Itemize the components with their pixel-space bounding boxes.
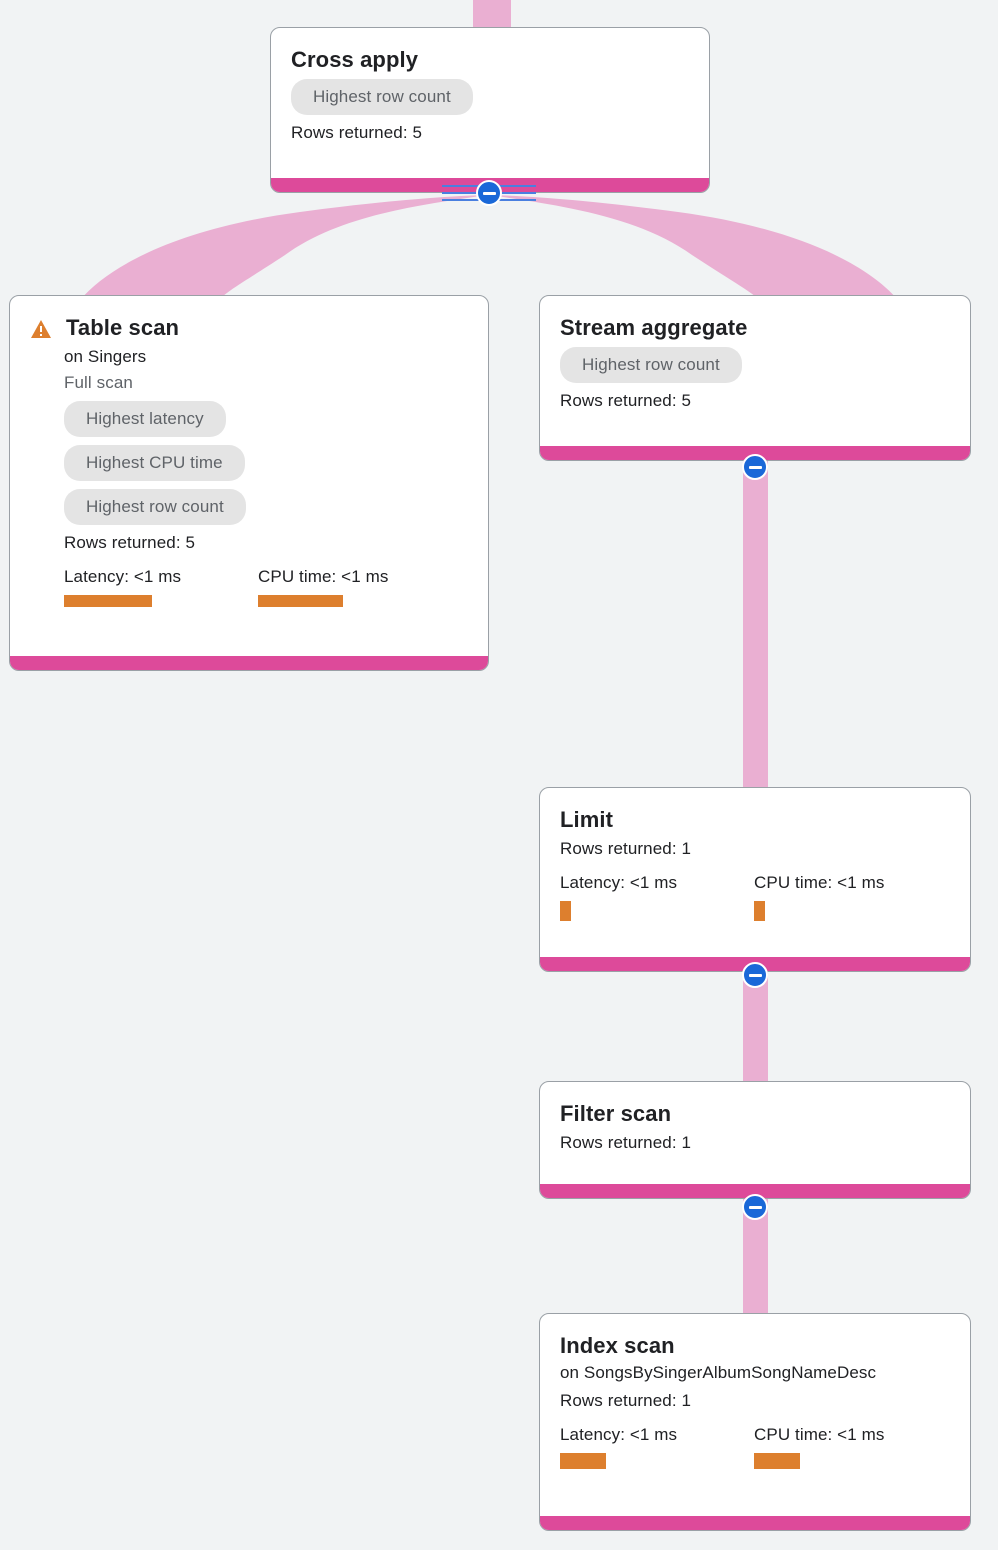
- metric-latency-bar: [560, 901, 571, 921]
- node-table-scan-details: on Singers Full scan Highest latency Hig…: [30, 344, 468, 607]
- node-footer-bar: [540, 1184, 970, 1198]
- metric-cpu-time-label: CPU time: <1 ms: [754, 1425, 885, 1444]
- node-title: Limit: [560, 807, 614, 832]
- chip-highest-row-count: Highest row count: [291, 79, 473, 115]
- chip-row: Highest latency: [64, 398, 468, 440]
- metric-cpu-time-bar: [754, 901, 765, 921]
- chip-row: Highest CPU time: [64, 442, 468, 484]
- node-title: Index scan: [560, 1333, 675, 1358]
- metric-cpu-time-bar: [258, 595, 343, 607]
- metric-latency-bar: [560, 1453, 606, 1469]
- rows-returned-label: Rows returned: 1: [560, 839, 692, 858]
- node-footer-bar: [540, 446, 970, 460]
- node-title: Stream aggregate: [560, 315, 748, 340]
- warning-triangle-icon: [30, 319, 52, 344]
- metric-latency-label: Latency: <1 ms: [64, 567, 182, 586]
- metric-latency-label: Latency: <1 ms: [560, 1425, 678, 1444]
- rows-returned-label: Rows returned: 1: [560, 1133, 692, 1152]
- metrics-row: Latency: <1 ms CPU time: <1 ms: [560, 1424, 950, 1469]
- node-cross-apply-header: Cross apply: [291, 46, 689, 74]
- metric-cpu-time: CPU time: <1 ms: [754, 872, 948, 921]
- metric-cpu-time-label: CPU time: <1 ms: [258, 567, 389, 586]
- node-scan-type-label: Full scan: [64, 373, 133, 392]
- chip-row: Highest row count: [560, 344, 950, 386]
- node-table-scan-header: Table scan: [30, 314, 468, 344]
- edge-stream-aggregate-to-limit: [743, 460, 768, 790]
- collapse-button-filter-scan[interactable]: [742, 1194, 768, 1220]
- node-filter-scan-header: Filter scan: [560, 1100, 950, 1128]
- node-filter-scan-details: Rows returned: 1: [560, 1130, 950, 1156]
- node-filter-scan-body: Filter scan Rows returned: 1: [540, 1082, 970, 1176]
- node-target-label: on Singers: [64, 347, 147, 366]
- node-target-label: on SongsBySingerAlbumSongNameDesc: [560, 1363, 877, 1382]
- rows-returned-label: Rows returned: 5: [64, 533, 196, 552]
- edge-cross-apply-to-table-scan: [80, 195, 487, 300]
- metric-cpu-time-bar: [754, 1453, 800, 1469]
- metrics-row: Latency: <1 ms CPU time: <1 ms: [64, 566, 468, 607]
- node-title: Cross apply: [291, 47, 419, 72]
- node-footer-bar: [540, 1516, 970, 1530]
- metric-cpu-time: CPU time: <1 ms: [754, 1424, 948, 1469]
- rows-returned-label: Rows returned: 5: [291, 123, 423, 142]
- minus-circle-icon: [748, 465, 762, 469]
- minus-circle-icon: [748, 1205, 762, 1209]
- metric-latency: Latency: <1 ms: [64, 566, 258, 607]
- metric-latency-bar: [64, 595, 152, 607]
- collapse-button-limit[interactable]: [742, 962, 768, 988]
- metric-latency-label: Latency: <1 ms: [560, 873, 678, 892]
- edge-cross-apply-to-stream-aggregate: [490, 195, 898, 300]
- node-stream-aggregate-body: Stream aggregate Highest row count Rows …: [540, 296, 970, 434]
- node-filter-scan[interactable]: Filter scan Rows returned: 1: [539, 1081, 971, 1199]
- node-stream-aggregate-header: Stream aggregate: [560, 314, 950, 342]
- minus-circle-icon: [748, 973, 762, 977]
- metric-cpu-time: CPU time: <1 ms: [258, 566, 452, 607]
- rows-returned-label: Rows returned: 5: [560, 391, 692, 410]
- collapse-button-cross-apply[interactable]: [476, 180, 502, 206]
- node-footer-bar: [10, 656, 488, 670]
- metric-latency: Latency: <1 ms: [560, 1424, 754, 1469]
- node-index-scan[interactable]: Index scan on SongsBySingerAlbumSongName…: [539, 1313, 971, 1531]
- node-limit-details: Rows returned: 1 Latency: <1 ms CPU time…: [560, 836, 950, 921]
- node-limit[interactable]: Limit Rows returned: 1 Latency: <1 ms CP…: [539, 787, 971, 972]
- node-index-scan-body: Index scan on SongsBySingerAlbumSongName…: [540, 1314, 970, 1489]
- node-table-scan-body: Table scan on Singers Full scan Highest …: [10, 296, 488, 627]
- node-stream-aggregate-details: Highest row count Rows returned: 5: [560, 344, 950, 414]
- node-limit-header: Limit: [560, 806, 950, 834]
- node-title: Filter scan: [560, 1101, 672, 1126]
- chip-row: Highest row count: [291, 76, 689, 118]
- node-stream-aggregate[interactable]: Stream aggregate Highest row count Rows …: [539, 295, 971, 461]
- metric-cpu-time-label: CPU time: <1 ms: [754, 873, 885, 892]
- node-index-scan-header: Index scan: [560, 1332, 950, 1360]
- chip-highest-cpu-time: Highest CPU time: [64, 445, 245, 481]
- node-table-scan[interactable]: Table scan on Singers Full scan Highest …: [9, 295, 489, 671]
- metric-latency: Latency: <1 ms: [560, 872, 754, 921]
- node-cross-apply-details: Highest row count Rows returned: 5: [291, 76, 689, 146]
- chip-highest-latency: Highest latency: [64, 401, 226, 437]
- minus-circle-icon: [482, 191, 496, 195]
- node-cross-apply-body: Cross apply Highest row count Rows retur…: [271, 28, 709, 166]
- chip-highest-row-count: Highest row count: [64, 489, 246, 525]
- chip-row: Highest row count: [64, 486, 468, 528]
- collapse-button-stream-aggregate[interactable]: [742, 454, 768, 480]
- node-cross-apply[interactable]: Cross apply Highest row count Rows retur…: [270, 27, 710, 193]
- edge-parent-to-cross-apply: [473, 0, 511, 30]
- rows-returned-label: Rows returned: 1: [560, 1391, 692, 1410]
- node-limit-body: Limit Rows returned: 1 Latency: <1 ms CP…: [540, 788, 970, 941]
- metrics-row: Latency: <1 ms CPU time: <1 ms: [560, 872, 950, 921]
- node-index-scan-details: on SongsBySingerAlbumSongNameDesc Rows r…: [560, 1360, 950, 1469]
- node-title: Table scan: [66, 315, 180, 340]
- chip-highest-row-count: Highest row count: [560, 347, 742, 383]
